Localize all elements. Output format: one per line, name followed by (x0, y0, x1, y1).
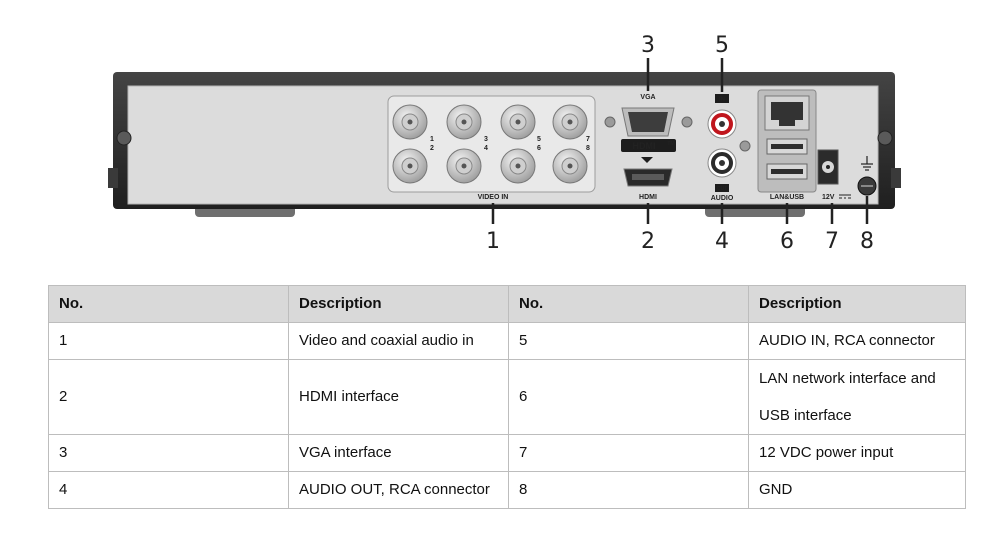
callout-number: 5 (715, 33, 729, 58)
audio-block: IN OUT AUDIO (707, 94, 751, 202)
table-row: 1 Video and coaxial audio in 5 AUDIO IN,… (48, 322, 966, 360)
cell-number: 8 (508, 471, 749, 509)
cell-description: AUDIO IN, RCA connector (748, 322, 966, 360)
cell-number: 6 (508, 359, 749, 435)
column-header-description: Description (748, 285, 966, 323)
cell-number: 1 (48, 322, 289, 360)
hdmi-label: HDMI (639, 194, 657, 201)
usb-port-icon[interactable] (766, 138, 808, 155)
channel-number: 1 (430, 136, 434, 143)
callout-number: 8 (860, 229, 874, 254)
video-in-label: VIDEO IN (478, 194, 509, 201)
vga-label: VGA (640, 94, 655, 101)
bnc-connector-icon[interactable] (446, 104, 482, 140)
table-header-row: No. Description No. Description (48, 285, 966, 323)
cell-description: GND (748, 471, 966, 509)
vga-port-icon[interactable]: VGA (604, 94, 693, 137)
cell-description: VGA interface (288, 434, 509, 472)
callout-lines (491, 58, 869, 224)
callout-number: 1 (486, 229, 500, 254)
bnc-connector-icon[interactable] (392, 104, 428, 140)
cell-number: 5 (508, 322, 749, 360)
rca-connector-icon[interactable] (707, 109, 737, 139)
audio-in-tag: IN (719, 97, 725, 103)
bnc-connector-icon[interactable] (392, 148, 428, 184)
cell-description: LAN network interface and USB interface (748, 359, 966, 435)
table-row: 3 VGA interface 7 12 VDC power input (48, 434, 966, 472)
callout-number: 2 (641, 229, 655, 254)
cell-description: HDMI interface (288, 359, 509, 435)
channel-number: 3 (484, 136, 488, 143)
ground-symbol-icon (861, 156, 873, 171)
channel-number: 7 (586, 136, 590, 143)
usb-port-icon[interactable] (766, 163, 808, 180)
rj45-port-icon[interactable] (764, 95, 810, 131)
rca-connector-icon[interactable] (707, 148, 737, 178)
bnc-connector-icon[interactable] (500, 148, 536, 184)
lan-usb-label: LAN&USB (770, 194, 804, 201)
cell-number: 4 (48, 471, 289, 509)
bnc-connector-icon[interactable] (446, 148, 482, 184)
cell-number: 3 (48, 434, 289, 472)
dc-power-jack-icon[interactable] (817, 149, 839, 185)
channel-number: 8 (586, 145, 590, 152)
cell-description: AUDIO OUT, RCA connector (288, 471, 509, 509)
cell-description: 12 VDC power input (748, 434, 966, 472)
cell-number: 7 (508, 434, 749, 472)
cell-description: Video and coaxial audio in (288, 322, 509, 360)
channel-number: 2 (430, 145, 434, 152)
hdmi-trademark: TM (667, 141, 674, 147)
cell-number: 2 (48, 359, 289, 435)
video-in-block: 1 2 3 4 5 6 7 8 VIDEO IN (387, 95, 596, 201)
hdmi-logo-text: HDMI (633, 141, 656, 151)
table-row: 4 AUDIO OUT, RCA connector 8 GND (48, 471, 966, 509)
callout-number: 4 (715, 229, 729, 254)
audio-label: AUDIO (711, 195, 734, 202)
column-header-no: No. (508, 285, 749, 323)
audio-out-tag: OUT (717, 186, 728, 192)
callout-number: 7 (825, 229, 839, 254)
channel-number: 6 (537, 145, 541, 152)
rear-panel-figure: 1 2 3 4 5 6 7 8 VIDEO IN VGA HDMI TM HDM… (108, 33, 901, 254)
bnc-connector-icon[interactable] (500, 104, 536, 140)
channel-number: 5 (537, 136, 541, 143)
callout-number: 6 (780, 229, 794, 254)
channel-number: 4 (484, 145, 488, 152)
ground-screw-icon[interactable] (857, 176, 877, 196)
bnc-connector-icon[interactable] (552, 104, 588, 140)
column-header-description: Description (288, 285, 509, 323)
dc-symbol-icon (839, 194, 851, 199)
column-header-no: No. (48, 285, 289, 323)
interface-description-table: No. Description No. Description 1 Video … (48, 285, 966, 509)
power-label: 12V (822, 194, 835, 201)
callout-number: 3 (641, 33, 655, 58)
lan-usb-block: LAN&USB (757, 89, 817, 201)
bnc-connector-icon[interactable] (552, 148, 588, 184)
hdmi-port-icon[interactable]: HDMI TM HDMI (621, 139, 676, 201)
table-row: 2 HDMI interface 6 LAN network interface… (48, 359, 966, 435)
